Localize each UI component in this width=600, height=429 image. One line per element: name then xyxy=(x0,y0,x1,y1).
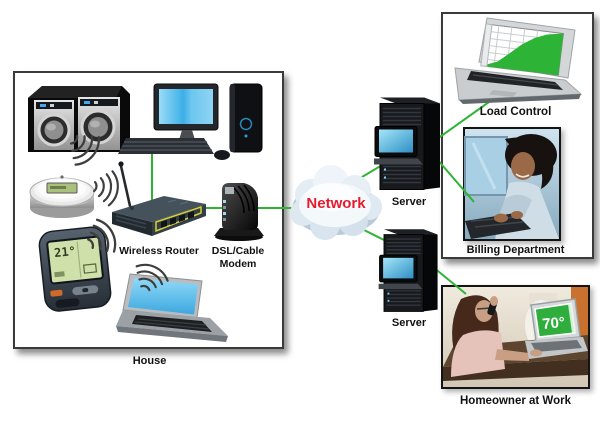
billing-label: Billing Department xyxy=(466,244,565,256)
wireless-router-icon xyxy=(112,161,206,236)
modem-label-line1: DSL/Cable xyxy=(211,245,265,257)
homeowner-label: Homeowner at Work xyxy=(460,395,571,407)
server-bottom-icon xyxy=(378,229,438,312)
network-cloud-icon xyxy=(290,165,382,240)
server-bottom-label: Server xyxy=(391,317,427,329)
homeowner-photo: 70° xyxy=(443,287,588,387)
dsl-cable-modem-icon xyxy=(214,183,264,241)
house-label: House xyxy=(132,355,167,367)
wifi-waves-display-icon xyxy=(87,218,117,253)
server-top-label: Server xyxy=(391,196,427,208)
billing-photo xyxy=(464,129,559,239)
modem-label-line2: Modem xyxy=(219,258,257,270)
homeowner-photo-frame: 70° xyxy=(441,285,590,389)
wifi-waves-meter-icon xyxy=(93,170,119,207)
energy-display-reading: 21° xyxy=(53,244,76,260)
billing-photo-frame xyxy=(463,127,561,241)
server-top-icon xyxy=(374,97,440,190)
desktop-computer-icon xyxy=(118,83,263,160)
wifi-waves-laptop-icon xyxy=(135,263,169,292)
load-control-laptop-icon xyxy=(454,17,583,104)
network-label: Network xyxy=(306,195,366,212)
wireless-router-label: Wireless Router xyxy=(119,245,199,257)
homeowner-laptop-temp: 70° xyxy=(542,314,566,333)
wifi-waves-washer-icon xyxy=(69,135,100,166)
load-control-label: Load Control xyxy=(479,106,552,118)
